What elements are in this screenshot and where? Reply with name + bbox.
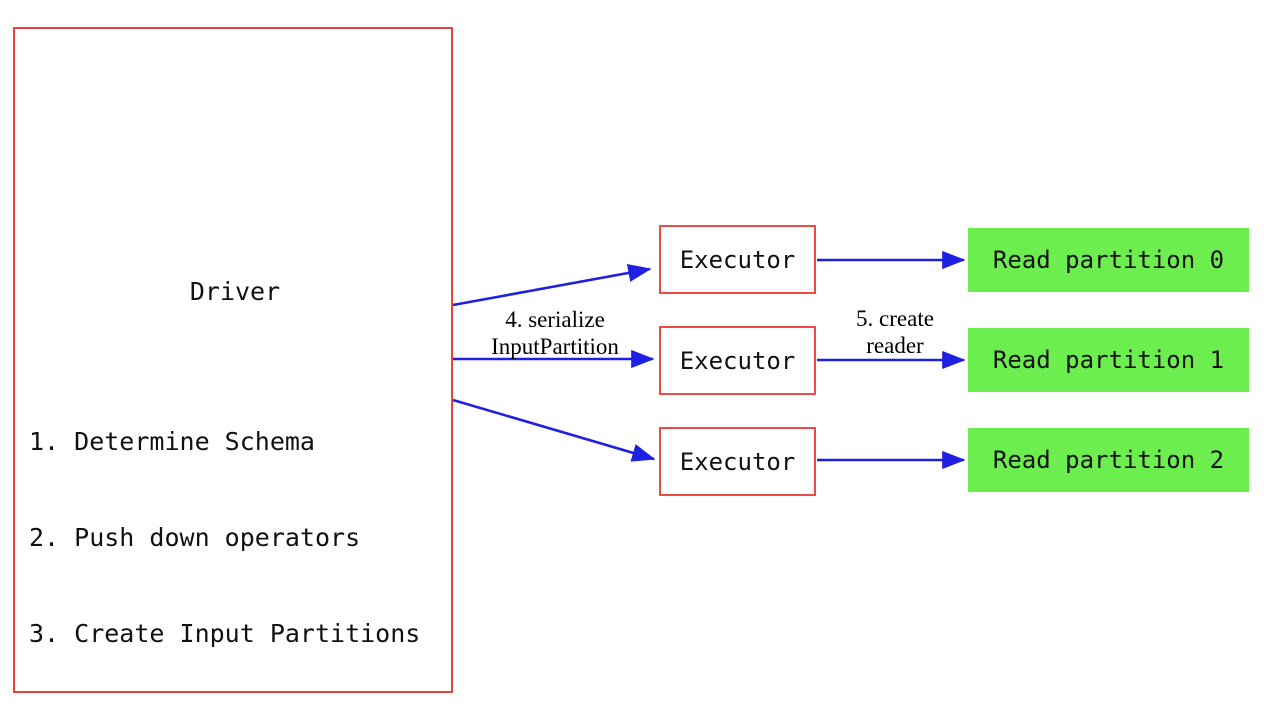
driver-step-1: 1. Determine Schema — [29, 427, 315, 456]
executor-box-3: Executor — [659, 427, 816, 496]
partition-label-1: Read partition 1 — [992, 346, 1225, 374]
driver-steps-list: 1. Determine Schema 2. Push down operato… — [29, 362, 420, 710]
driver-step-3: 3. Create Input Partitions — [29, 619, 421, 648]
partition-box-2: Read partition 2 — [968, 428, 1249, 492]
driver-box: Driver 1. Determine Schema 2. Push down … — [13, 27, 453, 693]
executor-label-3: Executor — [679, 447, 796, 476]
partition-box-1: Read partition 1 — [968, 328, 1249, 392]
edge-label-serialize-input-partition: 4. serialize InputPartition — [491, 307, 619, 359]
edge-label-create-reader: 5. create reader — [856, 306, 934, 358]
partition-box-0: Read partition 0 — [968, 228, 1249, 292]
executor-box-1: Executor — [659, 225, 816, 294]
driver-title: Driver — [189, 277, 281, 306]
partition-label-0: Read partition 0 — [992, 246, 1225, 274]
executor-label-2: Executor — [679, 346, 796, 375]
arrow-driver-to-executor-1 — [452, 263, 652, 307]
driver-step-2: 2. Push down operators — [29, 523, 361, 552]
executor-box-2: Executor — [659, 326, 816, 395]
partition-label-2: Read partition 2 — [992, 446, 1225, 474]
arrow-driver-to-executor-3 — [452, 398, 656, 462]
executor-label-1: Executor — [679, 245, 796, 274]
